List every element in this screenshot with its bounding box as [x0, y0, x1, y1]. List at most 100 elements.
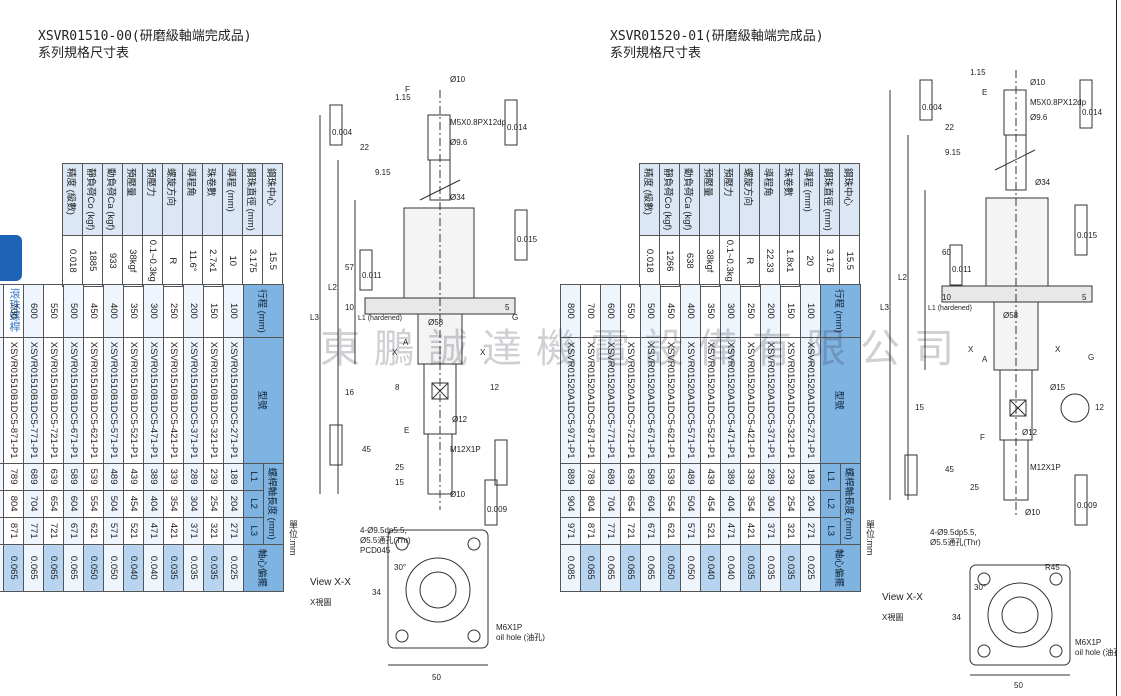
left-tol2: 0.014: [507, 123, 528, 132]
spec-label: 鋼珠中心: [839, 163, 860, 236]
spec-value: 0.018: [639, 235, 660, 287]
right-tol2: 0.014: [1082, 108, 1103, 117]
spec-label: 預壓力: [719, 163, 740, 236]
page-edge-rule: [1116, 0, 1117, 696]
left-title-line1: XSVR01510-00(研磨級軸端完成品): [38, 29, 252, 44]
spec-value: 1266: [659, 235, 680, 287]
table-cell: 504: [103, 490, 124, 518]
spec-label: 螺旋方向: [162, 163, 183, 236]
table-cell: 271: [223, 517, 244, 545]
left-dim-57: 57: [345, 263, 354, 272]
left-dim-9: 9.15: [375, 168, 391, 177]
left-x-mark-left: X: [392, 348, 398, 357]
table-cell: 254: [780, 490, 801, 518]
table-cell: 554: [660, 490, 681, 518]
table-cell: 404: [720, 490, 741, 518]
table-cell: 554: [83, 490, 104, 518]
left-dim-8: 8: [395, 383, 400, 392]
table-cell: 0.050: [680, 544, 701, 592]
left-dim-22: 22: [360, 143, 369, 152]
spec-label: 預壓量: [699, 163, 720, 236]
table-cell: 0.035: [760, 544, 781, 592]
spec-value: R: [739, 235, 760, 287]
table-cell: 0.065: [3, 544, 24, 592]
table-cell: 450: [83, 284, 104, 338]
table-cell: 150: [203, 284, 224, 338]
spec-value: 0.1~0.3kg: [142, 235, 163, 287]
table-cell: 789: [580, 463, 601, 491]
table-cell: 0.025: [223, 544, 244, 592]
right-view-inner-circle: [1001, 596, 1039, 634]
spec-label: 預壓力: [142, 163, 163, 236]
right-square-mark: [1009, 399, 1027, 417]
table-cell: 304: [760, 490, 781, 518]
right-title-line1: XSVR01520-01(研磨級軸端完成品): [610, 29, 824, 44]
side-tab[interactable]: [0, 235, 22, 281]
sel-head-l1: L1: [820, 463, 841, 491]
right-oil: M6X1P: [1075, 638, 1101, 647]
table-cell: 439: [700, 463, 721, 491]
right-dim-15: 15: [915, 403, 924, 412]
spec-value: 1.8x1: [779, 235, 800, 287]
right-dim-50: 50: [1014, 681, 1023, 690]
left-dim-5: 5: [505, 303, 510, 312]
table-cell: 639: [620, 463, 641, 491]
left-view-outer-circle: [405, 557, 471, 623]
table-cell: 0.065: [23, 544, 44, 592]
table-cell: 721: [43, 517, 64, 545]
table-cell: 771: [600, 517, 621, 545]
right-dim-phi12: Ø12: [1022, 428, 1038, 437]
spec-value: 933: [102, 235, 123, 287]
spec-value: 22.33: [759, 235, 780, 287]
table-cell: 604: [640, 490, 661, 518]
table-cell: 971: [560, 517, 581, 545]
spec-value: 38kgf: [699, 235, 720, 287]
table-cell: XSVR01510B1DC5-971-P1: [0, 337, 4, 464]
table-cell: 889: [0, 463, 4, 491]
table-cell: 571: [103, 517, 124, 545]
table-cell: 0.065: [620, 544, 641, 592]
table-cell: 0.040: [700, 544, 721, 592]
right-dim-10: 10: [942, 293, 951, 302]
table-cell: 400: [103, 284, 124, 338]
spec-label: 動負荷Ca (kgf): [679, 163, 700, 236]
right-tol-box6: [904, 454, 918, 496]
table-cell: 600: [23, 284, 44, 338]
sel-head-runout: 軸心偏擺: [243, 544, 284, 592]
left-dim-l3: L3: [310, 313, 319, 322]
table-cell: 389: [143, 463, 164, 491]
left-dim-30: 30°: [394, 563, 406, 572]
table-cell: 904: [0, 490, 4, 518]
table-cell: 521: [123, 517, 144, 545]
table-cell: 621: [83, 517, 104, 545]
table-cell: 439: [123, 463, 144, 491]
spec-row: 導程 (mm)10: [222, 163, 243, 287]
right-dim-5: 5: [1082, 293, 1087, 302]
right-dim-25: 25: [970, 483, 979, 492]
table-cell: XSVR01510B1DC5-671-P1: [63, 337, 84, 464]
right-dim-phi58: Ø58: [1003, 311, 1019, 320]
spec-row: 動負荷Ca (kgf)638: [679, 163, 700, 287]
table-cell: 654: [43, 490, 64, 518]
sel-head-stroke: 行程 (mm): [243, 284, 284, 338]
table-cell: 654: [620, 490, 641, 518]
right-view-label: View X-X: [882, 592, 923, 603]
spec-label: 靜負荷Co (kgf): [82, 163, 103, 236]
right-x-mark-left: X: [968, 345, 974, 354]
table-cell: 704: [23, 490, 44, 518]
left-nut-body: [403, 207, 475, 299]
right-flange: [941, 285, 1093, 303]
table-cell: 0.040: [720, 544, 741, 592]
left-dim-phi10b: Ø10: [450, 490, 466, 499]
left-dim-m5: M5X0.8PX12dp: [450, 118, 507, 127]
table-cell: 889: [560, 463, 581, 491]
left-tol4: 0.011: [362, 271, 382, 280]
